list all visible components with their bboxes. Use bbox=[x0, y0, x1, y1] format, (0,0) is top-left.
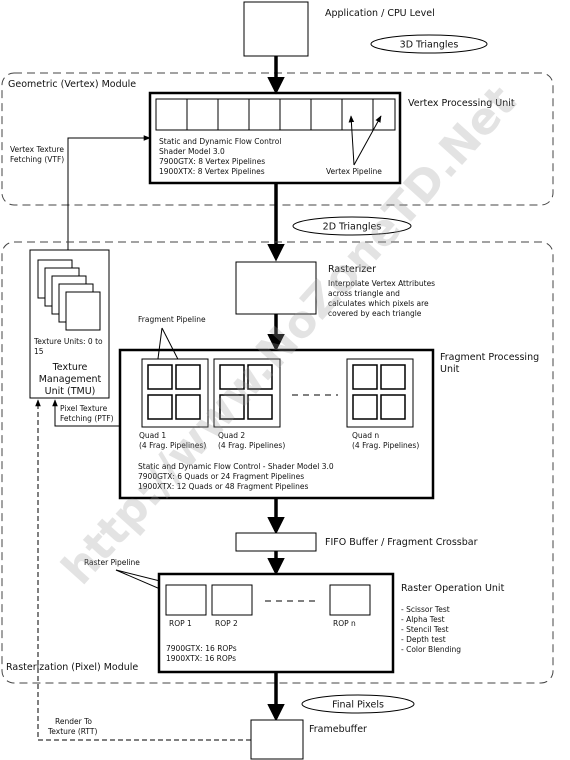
ptf-arrow bbox=[52, 399, 120, 427]
vtf-label-2: Fetching (VTF) bbox=[10, 155, 64, 164]
vertex-pipe-cell bbox=[186, 98, 219, 131]
vpu-7900gtx: 7900GTX: 8 Vertex Pipelines bbox=[159, 157, 265, 166]
framebuffer-label: Framebuffer bbox=[309, 724, 367, 735]
fpu-title-1: Fragment Processing bbox=[440, 352, 539, 363]
rop-test-depth: - Depth test bbox=[401, 635, 446, 644]
fragment-pipe-cell bbox=[147, 394, 173, 420]
application-cpu-label: Application / CPU Level bbox=[325, 8, 435, 19]
vertex-pipe-cell bbox=[310, 98, 343, 131]
quad-1-name: Quad 1 bbox=[139, 431, 166, 440]
vtf-arrow bbox=[67, 135, 151, 250]
vertex-pipe-cell bbox=[279, 98, 312, 131]
application-box bbox=[243, 1, 309, 57]
quad-n bbox=[346, 358, 414, 428]
rasterization-module-title: Rasterization (Pixel) Module bbox=[6, 662, 138, 673]
fragment-pipe-cell bbox=[352, 364, 378, 390]
rtt-arrow bbox=[35, 399, 251, 741]
final-pixels-label: Final Pixels bbox=[332, 700, 384, 711]
vertex-pipeline-label: Vertex Pipeline bbox=[326, 167, 382, 176]
rasterization-module-region bbox=[1, 241, 554, 684]
rop-test-alpha: - Alpha Test bbox=[401, 615, 445, 624]
rop-1900xtx: 1900XTX: 16 ROPs bbox=[166, 654, 236, 663]
rasterizer-title: Rasterizer bbox=[328, 264, 376, 275]
texture-unit-stack bbox=[37, 259, 101, 331]
fragment-pipe-cell bbox=[247, 394, 273, 420]
final-pixels-ellipse bbox=[301, 694, 415, 714]
fifo-buffer-box bbox=[235, 532, 317, 552]
vertex-pipe-cell bbox=[248, 98, 281, 131]
fpu-title-2: Unit bbox=[440, 364, 460, 375]
2d-triangles-ellipse bbox=[292, 216, 412, 236]
rop-7900gtx: 7900GTX: 16 ROPs bbox=[166, 644, 237, 653]
fifo-buffer-label: FIFO Buffer / Fragment Crossbar bbox=[325, 537, 478, 548]
rasterizer-desc-3: calculates which pixels are bbox=[328, 299, 429, 308]
quad-n-pipes: (4 Frag. Pipelines) bbox=[352, 441, 419, 450]
rop-1-label: ROP 1 bbox=[169, 619, 192, 628]
fragment-pipe-cell bbox=[219, 394, 245, 420]
rop-1-box bbox=[165, 584, 207, 616]
vertex-pipeline-pointer bbox=[348, 115, 355, 166]
rop-test-scissor: - Scissor Test bbox=[401, 605, 450, 614]
fragment-pipeline-label: Fragment Pipeline bbox=[138, 315, 206, 324]
rop-n-label: ROP n bbox=[333, 619, 356, 628]
rtt-label-2: Texture (RTT) bbox=[47, 727, 97, 736]
3d-triangles-label: 3D Triangles bbox=[400, 40, 459, 51]
vpu-flow-control: Static and Dynamic Flow Control bbox=[159, 137, 281, 146]
fragment-pipe-cell bbox=[175, 364, 201, 390]
quad-n-name: Quad n bbox=[352, 431, 379, 440]
vpu-shader-model: Shader Model 3.0 bbox=[159, 147, 225, 156]
tmu-title-1: Texture bbox=[52, 362, 88, 373]
fpu-7900gtx: 7900GTX: 6 Quads or 24 Fragment Pipeline… bbox=[138, 472, 304, 481]
rtt-label-1: Render To bbox=[55, 717, 92, 726]
quad-2-pipes: (4 Frag. Pipelines) bbox=[218, 441, 285, 450]
quad-2-name: Quad 2 bbox=[218, 431, 245, 440]
rop-test-stencil: - Stencil Test bbox=[401, 625, 449, 634]
vtf-label-1: Vertex Texture bbox=[10, 145, 64, 154]
quad-2 bbox=[213, 358, 281, 428]
rop-n-box bbox=[329, 584, 371, 616]
vertex-pipe-cell bbox=[341, 98, 374, 131]
fragment-pipe-cell bbox=[219, 364, 245, 390]
fragment-pipe-cell bbox=[380, 394, 406, 420]
raster-pipeline-label: Raster Pipeline bbox=[84, 558, 140, 567]
framebuffer-box bbox=[250, 719, 304, 760]
rop-unit-title: Raster Operation Unit bbox=[401, 583, 505, 594]
geometric-module-title: Geometric (Vertex) Module bbox=[8, 79, 136, 90]
quad-1 bbox=[141, 358, 209, 428]
tmu-title-2: Management bbox=[39, 374, 102, 385]
2d-triangles-label: 2D Triangles bbox=[323, 222, 382, 233]
rop-color-blending: - Color Blending bbox=[401, 645, 461, 654]
vertex-pipeline-cells bbox=[155, 98, 396, 131]
fpu-flow-control: Static and Dynamic Flow Control - Shader… bbox=[138, 462, 334, 471]
vpu-1900xtx: 1900XTX: 8 Vertex Pipelines bbox=[159, 167, 265, 176]
fragment-pipe-cell bbox=[247, 364, 273, 390]
fragment-pipe-cell bbox=[175, 394, 201, 420]
ptf-label-2: Fetching (PTF) bbox=[60, 414, 114, 423]
fpu-1900xtx: 1900XTX: 12 Quads or 48 Fragment Pipelin… bbox=[138, 482, 308, 491]
rasterizer-desc-1: Interpolate Vertex Attributes bbox=[328, 279, 435, 288]
rasterizer-desc-4: covered by each triangle bbox=[328, 309, 422, 318]
quad-1-pipes: (4 Frag. Pipelines) bbox=[139, 441, 206, 450]
ptf-label-1: Pixel Texture bbox=[60, 404, 108, 413]
tmu-units-label-2: 15 bbox=[34, 347, 44, 356]
rasterizer-box bbox=[235, 261, 317, 315]
vertex-pipe-cell bbox=[155, 98, 188, 131]
tmu-title-3: Unit (TMU) bbox=[45, 386, 96, 397]
3d-triangles-ellipse bbox=[370, 34, 488, 54]
vpu-title: Vertex Processing Unit bbox=[408, 98, 515, 109]
texture-unit-card bbox=[65, 291, 101, 331]
vertex-pipe-cell bbox=[217, 98, 250, 131]
vertex-pipeline-pointer bbox=[353, 115, 382, 166]
fragment-pipe-cell bbox=[352, 394, 378, 420]
rop-2-label: ROP 2 bbox=[215, 619, 238, 628]
rop-2-box bbox=[211, 584, 253, 616]
tmu-units-label-1: Texture Units: 0 to bbox=[33, 337, 103, 346]
fragment-pipe-cell bbox=[380, 364, 406, 390]
rasterizer-desc-2: across triangle and bbox=[328, 289, 400, 298]
fragment-pipe-cell bbox=[147, 364, 173, 390]
